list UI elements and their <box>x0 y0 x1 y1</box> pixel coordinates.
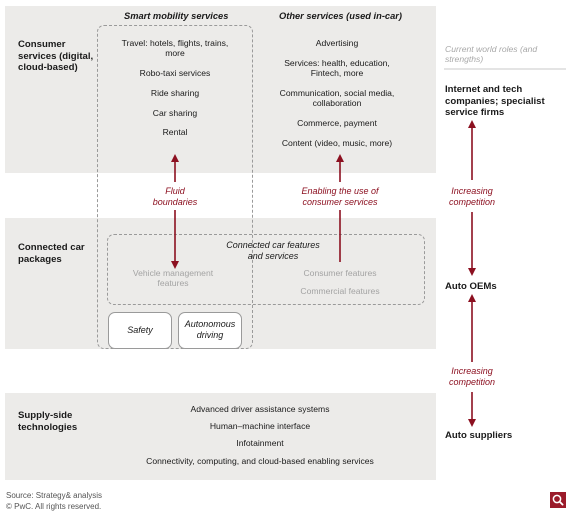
commercial-features: Commercial features <box>300 286 380 296</box>
magnifier-icon <box>552 494 564 506</box>
row-label-consumer: Consumer services (digital, cloud-based) <box>18 39 94 73</box>
smart-mobility-item-rental: Rental <box>162 127 188 137</box>
roles-header: Current world roles (and strengths) <box>445 44 538 65</box>
enabling-label: Enabling the use of consumer services <box>301 186 379 207</box>
autonomous-label: Autonomous driving <box>184 319 236 340</box>
smart-mobility-item-ride-sharing: Ride sharing <box>150 88 200 98</box>
fluid-boundaries-label: Fluid boundaries <box>152 186 198 207</box>
consumer-services-band <box>5 6 436 173</box>
role-auto-suppliers: Auto suppliers <box>445 430 513 441</box>
smart-mobility-item-car-sharing: Car sharing <box>152 108 198 118</box>
smart-mobility-item-robotaxi: Robo-taxi services <box>139 68 211 78</box>
connected-features-box <box>107 234 425 305</box>
increasing-competition-label-1: Increasing competition <box>448 186 496 207</box>
supply-item-hmi: Human–machine interface <box>209 421 311 431</box>
column-header-smart-mobility: Smart mobility services <box>124 11 229 21</box>
source-line-2: © PwC. All rights reserved. <box>6 502 102 511</box>
safety-label: Safety <box>127 325 153 335</box>
other-item-commerce: Commerce, payment <box>297 118 377 128</box>
other-item-content: Content (video, music, more) <box>281 138 393 148</box>
supply-item-infotainment: Infotainment <box>236 438 284 448</box>
connected-features-title: Connected car features and services <box>226 240 320 261</box>
other-item-communication: Communication, social media, collaborati… <box>279 88 395 109</box>
role-internet-tech: Internet and tech companies; specialist … <box>445 84 545 118</box>
role-auto-oems: Auto OEMs <box>445 281 497 292</box>
safety-box <box>108 312 172 349</box>
vehicle-management-features: Vehicle management features <box>132 268 214 289</box>
other-item-services: Services: health, education, Fintech, mo… <box>284 58 390 79</box>
other-item-advertising: Advertising <box>315 38 359 48</box>
source-line-1: Source: Strategy& analysis <box>6 491 103 500</box>
increasing-competition-label-2: Increasing competition <box>448 366 496 387</box>
row-label-connected: Connected car packages <box>18 242 85 265</box>
smart-mobility-item-travel: Travel: hotels, flights, trains, more <box>121 38 229 59</box>
supply-item-adas: Advanced driver assistance systems <box>190 404 330 414</box>
row-label-supply: Supply-side technologies <box>18 410 78 433</box>
consumer-features: Consumer features <box>303 268 377 278</box>
supply-side-band <box>5 393 436 480</box>
column-header-other-services: Other services (used in-car) <box>279 11 402 21</box>
zoom-button[interactable] <box>550 492 566 508</box>
supply-item-connectivity: Connectivity, computing, and cloud-based… <box>146 456 374 466</box>
smart-mobility-column <box>97 25 253 349</box>
autonomous-box <box>178 312 242 349</box>
